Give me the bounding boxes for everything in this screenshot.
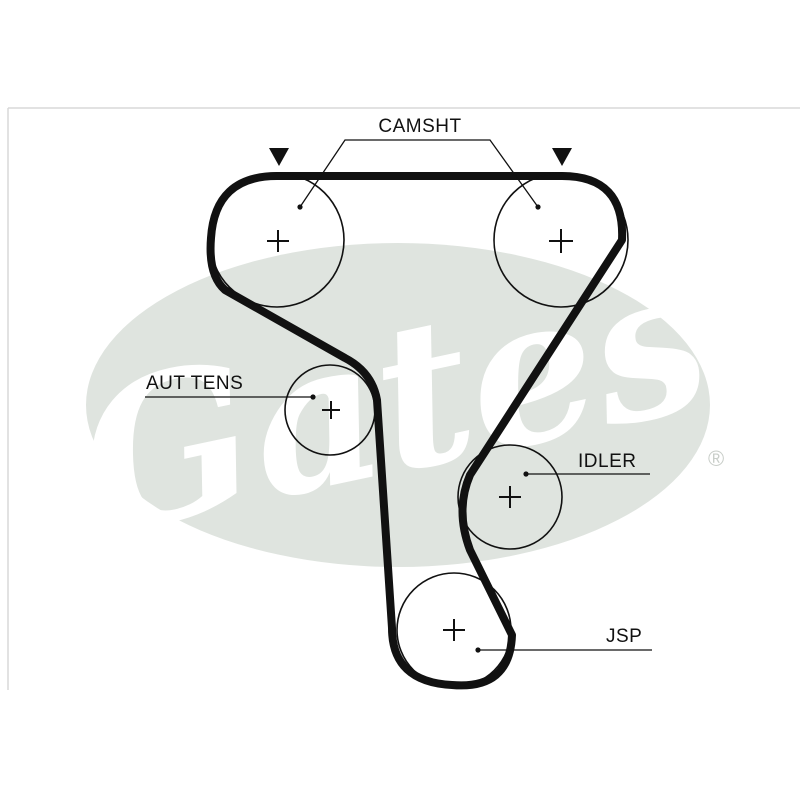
timing-mark-left-icon bbox=[269, 148, 289, 166]
gates-watermark: Gates ® bbox=[60, 220, 728, 581]
center-plus-icon bbox=[549, 229, 573, 253]
idler-pulley bbox=[457, 444, 563, 550]
frame-border bbox=[7, 107, 800, 690]
crankshaft-pulley bbox=[396, 572, 512, 688]
camshaft-leader-right bbox=[420, 139, 539, 208]
camshaft-label: CAMSHT bbox=[378, 116, 461, 137]
leader-lines bbox=[145, 139, 652, 651]
leader-dots bbox=[297, 204, 541, 653]
watermark-oval bbox=[86, 243, 710, 567]
center-plus-icon bbox=[322, 401, 340, 419]
center-plus-icon bbox=[499, 486, 521, 508]
timing-mark-right-icon bbox=[552, 148, 572, 166]
camshaft-leader-left bbox=[299, 139, 420, 208]
registered-mark: ® bbox=[708, 446, 724, 471]
center-plus-icon bbox=[267, 230, 289, 252]
center-plus-icon bbox=[443, 619, 465, 641]
camshaft-pulley-left bbox=[209, 172, 345, 308]
auto-tensioner-pulley bbox=[284, 364, 376, 456]
crankshaft-label: JSP bbox=[606, 626, 642, 647]
idler-label: IDLER bbox=[578, 451, 636, 472]
camshaft-pulley-right bbox=[493, 172, 629, 308]
auto-tensioner-label: AUT TENS bbox=[146, 373, 243, 394]
